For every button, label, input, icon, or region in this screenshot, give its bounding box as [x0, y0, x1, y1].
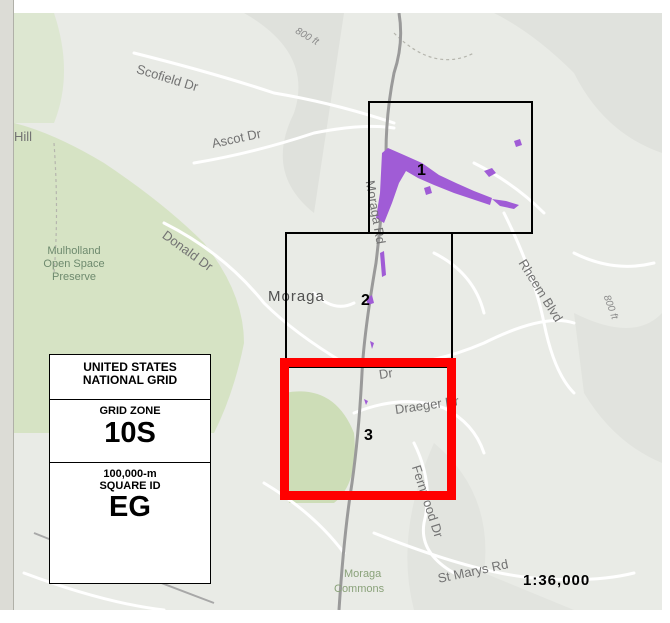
usng-title-line: UNITED STATES — [83, 360, 177, 374]
grid-cell-2[interactable] — [285, 232, 453, 368]
map-scale: 1:36,000 — [523, 572, 591, 589]
usng-title-line: NATIONAL GRID — [82, 373, 178, 387]
adjacent-map-edge — [0, 0, 14, 610]
grid-zone-label: GRID ZONE — [99, 405, 161, 417]
usng-info-box: UNITED STATES NATIONAL GRID GRID ZONE 10… — [49, 354, 211, 584]
park-label: Mulholland Open Space Preserve — [43, 245, 105, 283]
square-id-label: 100,000-m — [103, 468, 157, 480]
grid-cell-label: 3 — [364, 427, 373, 444]
grid-cell-1[interactable] — [368, 101, 533, 234]
park-label: Commons — [334, 583, 385, 595]
ridge-shade — [244, 13, 344, 213]
grid-zone-section: GRID ZONE 10S — [50, 400, 210, 463]
grid-cell-label: 1 — [417, 162, 426, 179]
square-id-section: 100,000-m SQUARE ID EG — [50, 463, 210, 522]
park-area — [284, 391, 355, 503]
grid-cell-label: 2 — [361, 292, 370, 309]
square-id-label: SQUARE ID — [99, 480, 161, 492]
park-label: Moraga — [344, 568, 382, 580]
grid-cell-3[interactable] — [280, 358, 456, 500]
square-id-value: EG — [109, 491, 151, 523]
place-label: Moraga — [268, 288, 325, 305]
flood-extent — [364, 139, 522, 405]
moraga-road-highway — [337, 13, 403, 610]
usng-title: UNITED STATES NATIONAL GRID — [50, 355, 210, 400]
park-area — [14, 13, 64, 123]
trails — [53, 32, 475, 274]
street-label: Hill — [14, 129, 33, 144]
ridge-shade — [494, 13, 662, 153]
minor-roads — [22, 51, 656, 610]
grid-zone-value: 10S — [104, 417, 156, 449]
ridge-shade — [574, 313, 662, 463]
